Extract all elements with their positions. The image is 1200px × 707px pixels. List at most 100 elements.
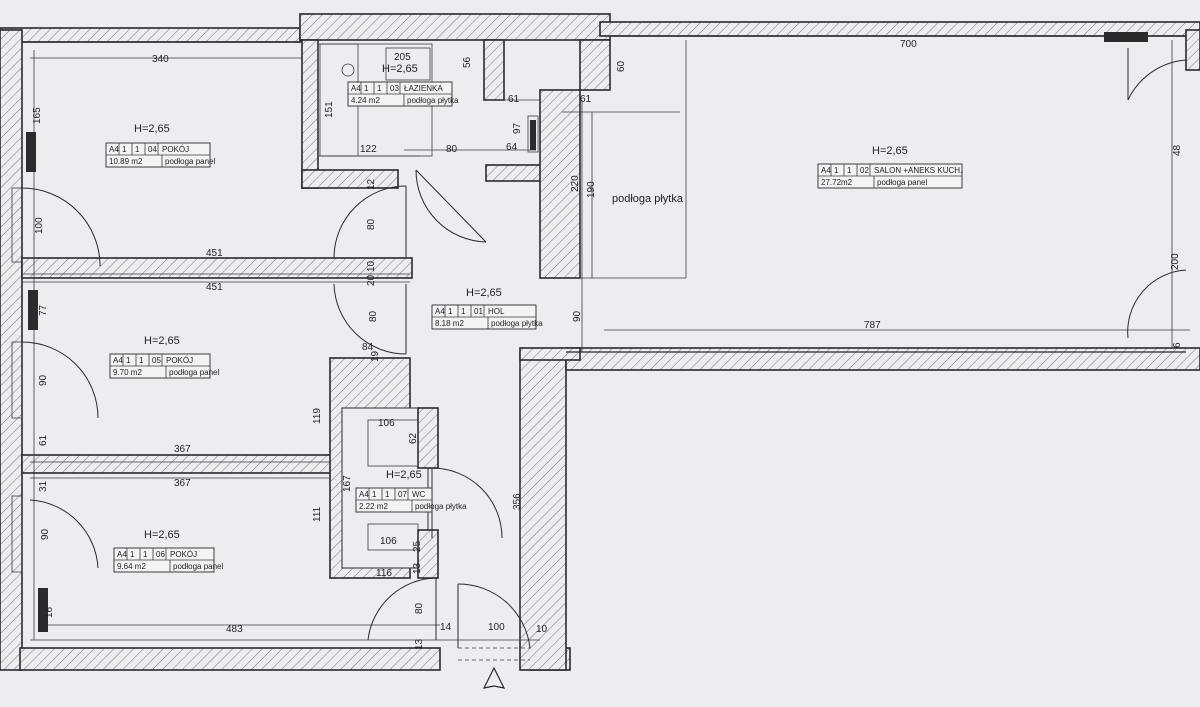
room-tag-cell: A4: [435, 307, 445, 316]
dim-label: 106: [378, 418, 395, 429]
dim-label: 97: [512, 122, 523, 134]
room-tag-cell: 1: [847, 166, 852, 175]
room-tag-cell: 03: [390, 84, 399, 93]
room-floor: podłoga płytka: [415, 502, 467, 511]
dim-label: 25: [412, 540, 423, 552]
room-floor: podłoga płytka: [407, 96, 459, 105]
dim-label: 111: [312, 506, 323, 522]
radiators: [26, 32, 1148, 632]
room-tag-cell: 06: [156, 550, 165, 559]
dim-label: 61: [580, 94, 592, 105]
room-tag-cell: 1: [385, 490, 390, 499]
dim-label: 167: [342, 475, 353, 492]
kitchen-floor-note: podłoga płytka: [612, 193, 684, 205]
dim-label: 100: [34, 217, 45, 234]
dim-label: 60: [616, 60, 627, 72]
dim-label: 61: [38, 434, 49, 446]
room-tag-cell: 1: [135, 145, 140, 154]
room-tag-cell: 1: [126, 356, 131, 365]
dim-label: 13: [412, 562, 423, 574]
dim-label: 451: [206, 248, 223, 259]
room-area: 2.22 m2: [359, 502, 388, 511]
dim-label: 483: [226, 624, 243, 635]
interior-lines: [22, 35, 1190, 641]
dim-label: 116: [376, 568, 392, 579]
room-tag-cell: 1: [448, 307, 453, 316]
dim-label: 61: [508, 94, 520, 105]
room-tag-cell: A4: [117, 550, 127, 559]
room-name: POKÓJ: [170, 550, 197, 559]
dim-label: 205: [394, 52, 411, 63]
room-tag-cell: A4: [359, 490, 369, 499]
room-height: H=2,65: [382, 63, 418, 75]
dim-label: 90: [40, 528, 51, 540]
dim-label: 700: [900, 39, 917, 50]
room-height: H=2,65: [134, 123, 170, 135]
dim-label: 106: [380, 536, 397, 547]
room-name: SALON +ANEKS KUCH.: [874, 166, 962, 175]
room-tag-cell: A4: [113, 356, 123, 365]
dim-label: 165: [32, 107, 43, 124]
dim-label: 13: [414, 638, 425, 650]
room-floor: podłoga panel: [169, 368, 219, 377]
room-tag-cell: 1: [130, 550, 135, 559]
dim-label: 12: [366, 178, 377, 190]
dim-label: 367: [174, 478, 191, 489]
radiator-icon: [38, 588, 48, 632]
dim-label: 10: [536, 624, 548, 635]
room-tag-cell: 1: [461, 307, 466, 316]
dim-label: 80: [446, 144, 458, 155]
room-height: H=2,65: [872, 145, 908, 157]
room-tag-cell: 04: [148, 145, 157, 154]
dim-label: 62: [408, 432, 419, 444]
dim-label: 84: [362, 342, 374, 353]
room-height: H=2,65: [144, 335, 180, 347]
dim-label: 77: [38, 304, 49, 316]
room-tag-cell: 01: [474, 307, 483, 316]
dim-label: 14: [440, 622, 452, 633]
dim-label: 122: [360, 144, 377, 155]
dim-label: 340: [152, 54, 169, 65]
dim-label: 356: [512, 493, 523, 510]
dim-label: 451: [206, 282, 223, 293]
dim-label: 80: [414, 602, 425, 614]
room-tag-cell: 1: [139, 356, 144, 365]
room-height: H=2,65: [386, 469, 422, 481]
dim-label: 31: [38, 480, 49, 492]
room-floor: podłoga płytka: [491, 319, 543, 328]
room-height: H=2,65: [144, 529, 180, 541]
room-tag-cell: 07: [398, 490, 407, 499]
room-area: 8.18 m2: [435, 319, 464, 328]
dim-label: 10: [366, 260, 377, 272]
dim-label: 151: [324, 101, 335, 118]
room-tag-cell: 1: [364, 84, 369, 93]
room-tag-cell: A4: [821, 166, 831, 175]
dim-label: 220: [570, 175, 581, 192]
radiator-icon: [530, 120, 536, 150]
dim-label: 56: [462, 56, 473, 68]
dim-label: 48: [1172, 144, 1183, 156]
dim-label: 90: [38, 374, 49, 386]
room-area: 9.64 m2: [117, 562, 146, 571]
dim-label: 100: [488, 622, 505, 633]
dim-label: 6: [1172, 342, 1183, 348]
room-name: HOL: [488, 307, 505, 316]
room-tag-cell: A4: [109, 145, 119, 154]
radiator-icon: [28, 290, 38, 330]
room-height: H=2,65: [466, 287, 502, 299]
room-floor: podłoga panel: [173, 562, 223, 571]
room-area: 9.70 m2: [113, 368, 142, 377]
room-tag-cell: 1: [834, 166, 839, 175]
dim-label: 787: [864, 320, 881, 331]
radiator-icon: [26, 132, 36, 172]
room-name: WC: [412, 490, 426, 499]
room-tag-cell: A4: [351, 84, 361, 93]
radiator-icon: [1104, 32, 1148, 42]
walls: [0, 13, 1200, 671]
dim-label: 119: [312, 408, 323, 424]
